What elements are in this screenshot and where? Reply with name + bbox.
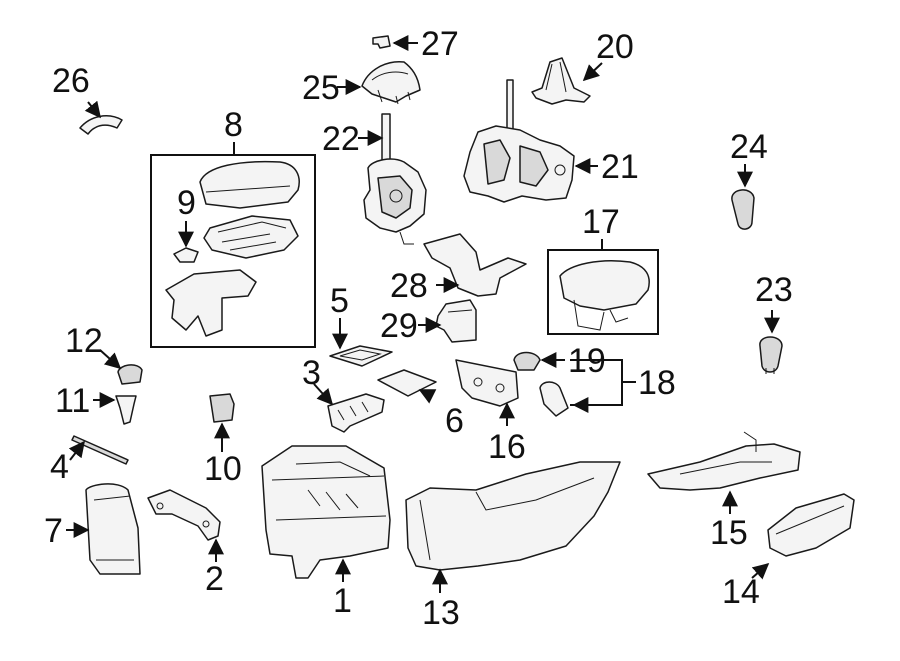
part-8-armrest-lid <box>199 160 300 209</box>
part-8-armrest-bracket <box>165 269 257 337</box>
callout-labels: 26 27 25 22 20 21 8 9 17 24 23 28 29 12 … <box>44 25 793 632</box>
callout-14: 14 <box>722 573 760 611</box>
callout-17: 17 <box>582 203 620 241</box>
part-7-side-pad <box>85 483 141 575</box>
callout-16: 16 <box>488 428 526 466</box>
part-20-shift-boot <box>531 57 591 105</box>
part-28-bracket <box>423 233 527 297</box>
leader-lines <box>66 35 780 593</box>
callout-27: 27 <box>421 25 459 63</box>
part-6-mat <box>377 369 437 397</box>
part-27-clip <box>372 35 391 49</box>
part-13-console-body <box>405 461 621 571</box>
callout-29: 29 <box>380 307 418 345</box>
part-2-bracket <box>147 489 221 541</box>
callout-28: 28 <box>390 267 428 305</box>
callout-4: 4 <box>50 448 69 486</box>
part-19-socket-cap <box>513 351 541 371</box>
part-16-panel <box>455 359 519 407</box>
callout-23: 23 <box>755 271 793 309</box>
callout-12: 12 <box>65 322 103 360</box>
callout-7: 7 <box>44 512 63 550</box>
part-25-shift-cover <box>361 61 421 105</box>
callout-20: 20 <box>596 28 634 66</box>
callout-5: 5 <box>330 282 349 320</box>
part-5-tray <box>329 345 393 367</box>
callout-3: 3 <box>302 354 321 392</box>
callout-25: 25 <box>302 69 340 107</box>
part-1-console-frame <box>261 445 391 579</box>
callout-9: 9 <box>177 184 196 222</box>
callout-2: 2 <box>205 560 224 598</box>
callout-18: 18 <box>638 364 676 402</box>
callout-11: 11 <box>55 382 90 420</box>
part-8-armrest-hinge <box>203 215 299 259</box>
part-29-switch <box>435 299 477 343</box>
part-14-lid <box>767 493 855 557</box>
part-10-switch <box>209 393 235 423</box>
callout-1: 1 <box>333 582 352 620</box>
part-18-socket <box>539 381 569 417</box>
part-15-upper-panel <box>647 431 801 491</box>
callout-10: 10 <box>204 450 242 488</box>
part-4-rod <box>71 435 129 465</box>
part-9-latch <box>173 247 199 263</box>
callout-13: 13 <box>422 594 460 632</box>
part-17-tray <box>559 260 650 331</box>
callout-24: 24 <box>730 128 768 166</box>
part-24-shift-knob <box>731 189 755 230</box>
part-21-shifter-base <box>463 79 575 203</box>
callout-26: 26 <box>52 62 90 100</box>
part-26-trim-cover <box>79 115 123 135</box>
callout-6: 6 <box>445 402 464 440</box>
callout-15: 15 <box>710 514 748 552</box>
part-12-clip <box>117 364 143 385</box>
callout-8: 8 <box>224 106 243 144</box>
part-23-knob <box>759 336 783 374</box>
callout-21: 21 <box>601 148 639 186</box>
callout-22: 22 <box>322 120 360 158</box>
part-22-shift-lever <box>363 113 427 245</box>
callout-19: 19 <box>568 342 606 380</box>
part-11-socket <box>115 395 137 425</box>
part-3-bracket <box>327 393 385 433</box>
